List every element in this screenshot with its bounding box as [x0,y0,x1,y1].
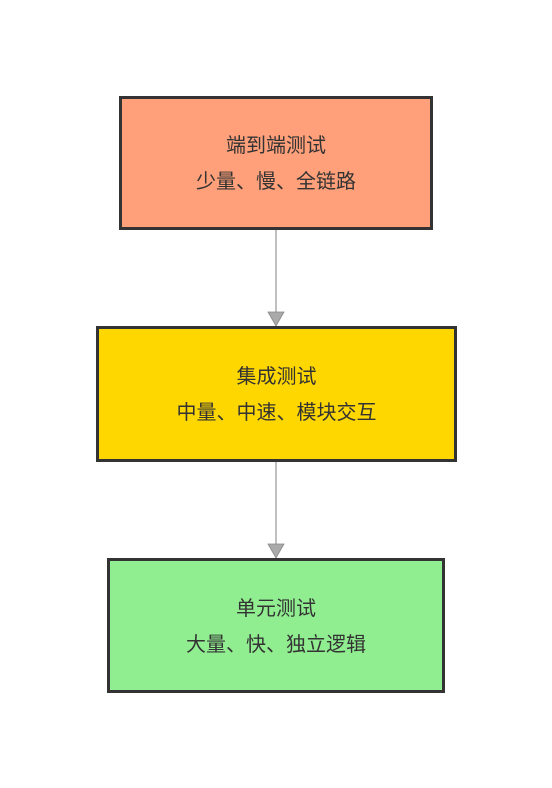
node-description: 中量、中速、模块交互 [176,400,377,424]
edge-e2e-to-integration [267,230,285,327]
node-description: 少量、慢、全链路 [196,169,356,193]
arrowhead-icon [267,543,285,559]
node-integration-test: 集成测试 中量、中速、模块交互 [96,326,457,462]
edge-integration-to-unit [267,462,285,559]
node-unit-test: 单元测试 大量、快、独立逻辑 [107,558,445,693]
node-title: 单元测试 [236,595,316,620]
arrowhead-icon [267,311,285,327]
node-title: 端到端测试 [226,133,326,157]
node-title: 集成测试 [236,364,317,388]
node-description: 大量、快、独立逻辑 [186,631,366,656]
node-e2e-test: 端到端测试 少量、慢、全链路 [119,96,433,230]
